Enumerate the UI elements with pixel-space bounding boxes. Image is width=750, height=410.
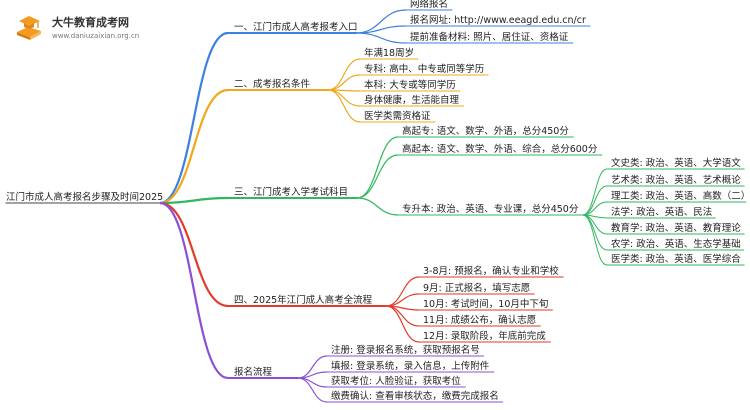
child-topic-1-3: 提前准备材料: 照片、居住证、资格证 [410, 31, 569, 43]
connector-branch-2 [159, 88, 229, 205]
branch-topic-1: 一、江门市成人高考报考入口 [234, 21, 358, 33]
branch-topic-4: 四、2025年江门成人高考全流程 [234, 294, 373, 306]
child-topic-4-5: 12月: 录取阶段，年底前完成 [423, 330, 546, 342]
child-topic-5-4: 缴费确认: 查看审核状态，缴费完成报名 [331, 390, 499, 402]
site-logo[interactable]: 大牛教育成考网 www.daniuzaixian.org.cn [14, 12, 174, 46]
connector-branch-3 [159, 196, 229, 205]
grandchild-topic-2: 艺术类: 政治、英语、艺术概论 [611, 174, 741, 186]
child-topic-5-3: 获取考位: 人脸验证，获取考位 [331, 375, 461, 387]
child-topic-2-3: 本科: 大专或等同学历 [364, 79, 456, 91]
connector-child-4-1 [385, 276, 420, 307]
child-topic-3-2: 高起本: 语文、数学、外语、综合，总分600分 [402, 143, 598, 155]
connector-grandchild-7 [582, 214, 608, 266]
grandchild-topic-7: 医学类: 政治、英语、医学综合 [611, 253, 741, 265]
logo-title: 大牛教育成考网 [52, 16, 129, 29]
connector-grandchild-1 [582, 168, 608, 216]
child-topic-4-2: 9月: 正式报名，填写志愿 [423, 282, 530, 294]
connector-branch-4 [159, 201, 229, 308]
connector-child-5-4 [297, 377, 328, 403]
child-topic-2-4: 身体健康，生活能自理 [364, 94, 460, 106]
connector-branch-1 [159, 31, 229, 205]
branch-topic-3: 三、江门成考入学考试科目 [234, 186, 348, 198]
connector-child-4-2 [385, 293, 420, 307]
grandchild-topic-3: 理工类: 政治、英语、高数（二） [611, 190, 750, 202]
child-topic-4-3: 10月: 考试时间，10月中下旬 [423, 298, 548, 310]
root-topic: 江门市成人高考报名步骤及时间2025 [6, 191, 163, 203]
child-topic-5-1: 注册: 登录报名系统，获取预报名号 [331, 344, 480, 356]
connector-child-2-5 [327, 89, 361, 123]
child-topic-2-1: 年满18周岁 [364, 47, 414, 59]
child-topic-4-1: 3-8月: 预报名，确认专业和学校 [423, 265, 559, 277]
connector-branch-5 [159, 201, 229, 380]
child-topic-1-1: 网络报名 [410, 0, 448, 10]
connector-grandchild-2 [582, 185, 608, 216]
grandchild-topic-6: 农学: 政治、英语、生态学基础 [611, 238, 741, 250]
connector-child-4-5 [385, 305, 420, 343]
child-topic-2-2: 专科: 高中、中专或同等学历 [364, 63, 484, 75]
grandchild-topic-4: 法学: 政治、英语、民法 [611, 206, 712, 218]
grandchild-topic-5: 教育学: 政治、英语、教育理论 [611, 222, 741, 234]
branch-topic-5: 报名流程 [234, 366, 273, 378]
child-topic-5-2: 填报: 登录系统，录入信息，上传附件 [331, 360, 490, 372]
child-topic-4-4: 11月: 成绩公布，确认志愿 [423, 314, 536, 326]
branch-topic-2: 二、成考报名条件 [234, 78, 311, 90]
connector-child-2-4 [327, 89, 361, 107]
child-topic-3-3: 专升本: 政治、英语、专业课，总分450分 [402, 203, 579, 215]
child-topic-3-1: 高起专: 语文、数学、外语，总分450分 [402, 125, 569, 137]
connector-child-3-3 [356, 197, 399, 216]
connector-grandchild-6 [582, 214, 608, 251]
graduation-cap-book-icon [17, 16, 41, 40]
grandchild-topic-1: 文史类: 政治、英语、大学语文 [611, 157, 741, 169]
child-topic-2-5: 医学类需资格证 [364, 110, 431, 122]
connector-child-3-1 [356, 136, 399, 199]
connector-child-2-2 [327, 74, 361, 91]
connector-child-1-3 [355, 32, 407, 44]
logo-url: www.daniuzaixian.org.cn [52, 32, 140, 40]
child-topic-1-2: 报名网址: http://www.eeagd.edu.cn/cr [410, 14, 586, 26]
connector-child-2-1 [327, 58, 361, 91]
connector-child-3-2 [356, 154, 399, 199]
